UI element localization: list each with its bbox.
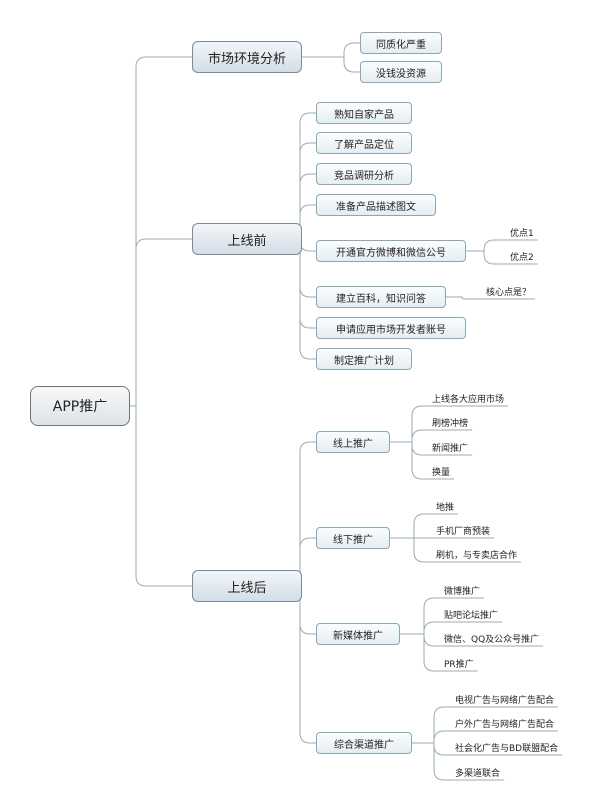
branch-label: 市场环境分析 [207,51,286,67]
leaf-offline-2[interactable]: 手机厂商预装 [436,527,491,537]
node-official-accounts[interactable]: 开通官方微博和微信公号 [316,240,466,262]
root-label: APP推广 [52,399,108,415]
leaf-combo-4[interactable]: 多渠道联合 [455,769,501,779]
node-product-positioning[interactable]: 了解产品定位 [316,132,412,154]
leaf-offline-1[interactable]: 地推 [436,503,455,513]
node-integrated-promotion[interactable]: 综合渠道推广 [316,732,412,754]
leaf-advantage-1[interactable]: 优点1 [510,229,534,239]
node-developer-account[interactable]: 申请应用市场开发者账号 [316,317,466,339]
branch-label: 上线后 [227,580,267,596]
branch-pre-launch[interactable]: 上线前 [192,223,302,255]
leaf-core-point[interactable]: 核心点是？ [486,288,532,298]
leaf-online-1[interactable]: 上线各大应用市场 [432,395,505,405]
node-homogenization[interactable]: 同质化严重 [360,32,442,54]
node-baike-qa[interactable]: 建立百科，知识问答 [316,286,446,308]
node-online-promotion[interactable]: 线上推广 [316,431,390,453]
branch-market-analysis[interactable]: 市场环境分析 [192,41,302,73]
leaf-combo-1[interactable]: 电视广告与网络广告配合 [455,696,555,706]
leaf-online-4[interactable]: 换量 [432,468,451,478]
leaf-combo-2[interactable]: 户外广告与网络广告配合 [455,720,555,730]
branch-post-launch[interactable]: 上线后 [192,570,302,602]
node-competitor-research[interactable]: 竞品调研分析 [316,163,412,185]
leaf-media-4[interactable]: PR推广 [444,660,474,670]
leaf-combo-3[interactable]: 社会化广告与BD联盟配合 [455,744,559,754]
leaf-media-2[interactable]: 贴吧论坛推广 [444,611,499,621]
leaf-advantage-2[interactable]: 优点2 [510,253,534,263]
branch-label: 上线前 [227,233,267,249]
leaf-offline-3[interactable]: 刷机，与专卖店合作 [436,551,518,561]
root-node[interactable]: APP推广 [30,386,130,426]
leaf-media-3[interactable]: 微信、QQ及公众号推广 [444,635,540,645]
leaf-online-2[interactable]: 刷榜冲榜 [432,419,469,429]
node-product-description[interactable]: 准备产品描述图文 [316,194,436,216]
node-new-media-promotion[interactable]: 新媒体推广 [316,623,400,645]
node-know-product[interactable]: 熟知自家产品 [316,102,412,124]
node-offline-promotion[interactable]: 线下推广 [316,527,390,549]
leaf-media-1[interactable]: 微博推广 [444,587,481,597]
leaf-online-3[interactable]: 新闻推广 [432,444,469,454]
node-promotion-plan[interactable]: 制定推广计划 [316,348,412,370]
node-no-resources[interactable]: 没钱没资源 [360,61,442,83]
